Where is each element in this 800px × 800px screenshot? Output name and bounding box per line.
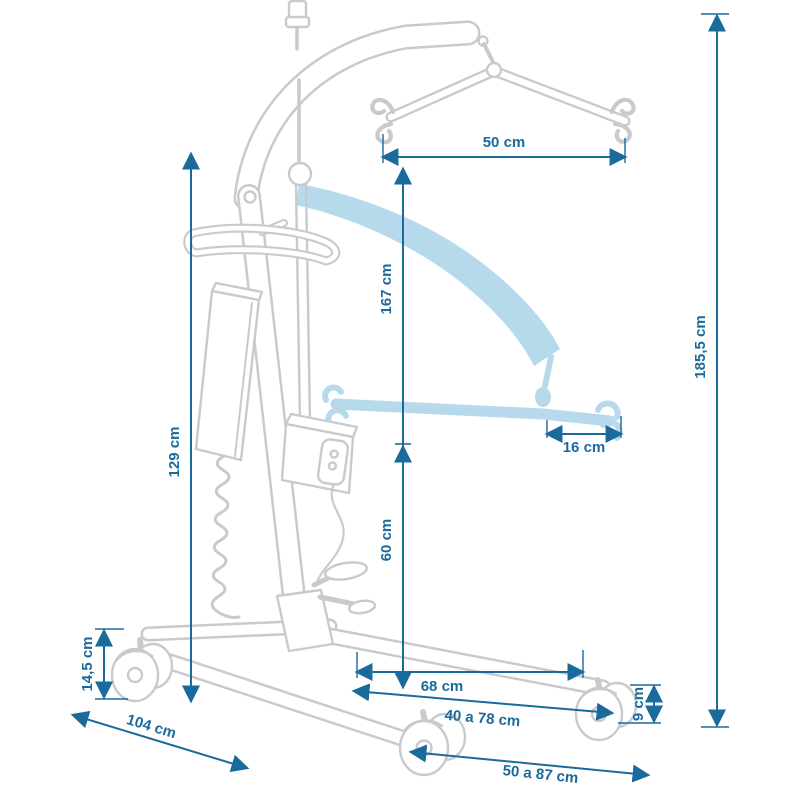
label-legs-opening-range: 40 a 78 cm <box>444 707 521 731</box>
mast <box>237 184 309 636</box>
boom <box>233 20 481 211</box>
actuator-joint-knob <box>287 161 313 187</box>
label-base-inner-width: 68 cm <box>421 678 464 695</box>
ghost-link <box>542 354 554 389</box>
hook-left <box>370 97 396 145</box>
label-ground-clearance: 14,5 cm <box>79 636 96 691</box>
spreader-hub <box>485 61 503 79</box>
label-base-length: 104 cm <box>125 711 179 742</box>
ghost-spreader-bar <box>330 398 616 427</box>
label-hook-spacing: 16 cm <box>563 439 606 456</box>
label-spreader-width: 50 cm <box>483 134 526 151</box>
base-leg-left <box>143 647 435 755</box>
label-base-height: 9 cm <box>630 687 647 721</box>
dim-total-height <box>701 13 729 728</box>
ghost-hook-right-upper <box>595 400 621 420</box>
spreader-assembly <box>370 35 636 145</box>
dim-ground-clearance <box>95 628 128 700</box>
control-box <box>280 412 359 586</box>
dim-hook-spacing <box>544 416 624 443</box>
actuator-top <box>284 0 311 51</box>
ghost-hook-left-lower <box>325 407 349 426</box>
label-mast-height: 129 cm <box>166 427 183 478</box>
ghost-hub <box>535 387 551 407</box>
ghost-hook-right-lower <box>600 418 623 441</box>
label-total-height: 185,5 cm <box>692 315 709 378</box>
caster-rear-left <box>110 637 174 703</box>
dim-min-lift-height <box>394 443 412 684</box>
spiral-cable <box>210 454 241 619</box>
dimension-lines <box>70 13 729 783</box>
mast-base-bracket <box>275 588 335 653</box>
foot-pedals <box>311 561 377 615</box>
handset-cable <box>314 484 345 586</box>
label-max-lift-height: 167 cm <box>378 264 395 315</box>
dim-legs-span-range <box>408 744 651 783</box>
ghost-boom <box>296 184 560 366</box>
lift-drawing <box>110 0 638 777</box>
actuator-rod <box>294 182 312 426</box>
hook-right <box>609 97 636 144</box>
actuator <box>287 78 313 426</box>
battery-housing <box>194 281 264 462</box>
base-leg-right <box>321 627 612 697</box>
lowered-position-ghost <box>296 184 623 441</box>
label-min-lift-height: 60 cm <box>378 519 395 562</box>
ghost-hook-left-upper <box>322 384 344 403</box>
dim-legs-opening-range <box>351 683 615 721</box>
handset <box>316 438 350 486</box>
dim-base-height <box>618 684 663 724</box>
dim-spreader-width <box>380 134 628 166</box>
dim-base-inner-width <box>354 650 586 681</box>
label-legs-span-range: 50 a 87 cm <box>502 762 579 787</box>
boom-pivot-bolt <box>243 190 257 204</box>
dim-base-length <box>70 710 250 773</box>
